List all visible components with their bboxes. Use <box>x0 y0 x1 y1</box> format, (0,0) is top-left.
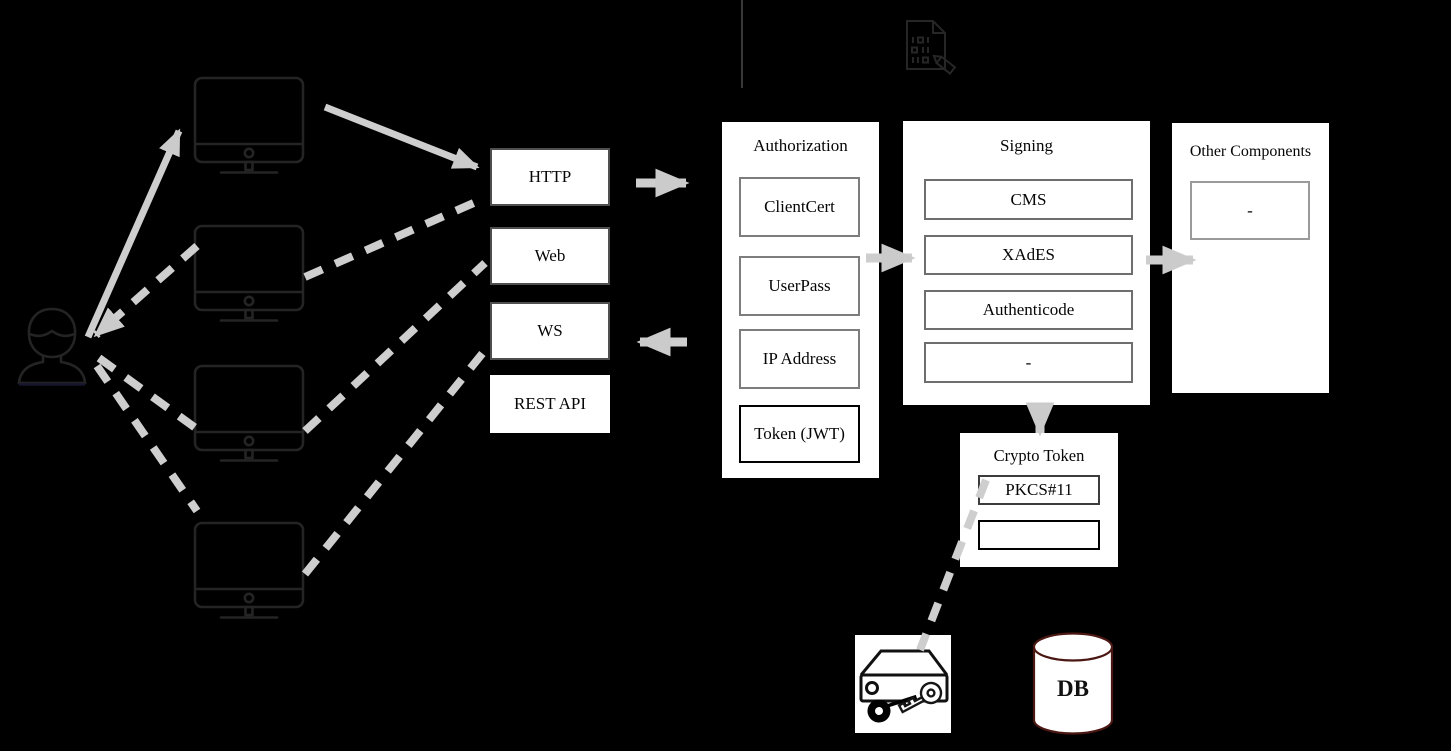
monitor-4-icon <box>193 521 305 629</box>
crypto-box-empty <box>978 520 1100 550</box>
protocol-label: Web <box>534 246 566 265</box>
signing-box-empty: - <box>924 342 1133 383</box>
protocol-box-ws: WS <box>490 302 610 360</box>
connector-monitor-4-to-ws <box>301 346 490 577</box>
authorization-panel: Authorization ClientCert UserPass IP Add… <box>722 122 879 478</box>
connector-monitor-2-to-http <box>303 194 487 281</box>
protocol-label: REST API <box>514 394 586 413</box>
user-icon <box>13 302 91 388</box>
auth-box-clientcert: ClientCert <box>739 177 860 237</box>
auth-box-token-jwt: Token (JWT) <box>739 405 860 463</box>
monitor-2-icon <box>193 224 305 332</box>
connector-monitor-1-to-http <box>323 103 480 171</box>
protocol-box-http: HTTP <box>490 148 610 206</box>
other-components-title: Other Components <box>1189 143 1312 160</box>
signing-box-xades: XAdES <box>924 235 1133 275</box>
protocol-box-rest-api: REST API <box>490 375 610 433</box>
hsm-key-icon <box>855 635 951 733</box>
crypto-token-title: Crypto Token <box>993 446 1085 465</box>
connector-user-to-monitor-3 <box>96 354 200 433</box>
connector-user-to-monitor-1 <box>84 128 183 339</box>
protocol-box-web: Web <box>490 227 610 285</box>
connector-monitor-2-to-user <box>93 242 200 339</box>
signing-panel: Signing CMS XAdES Authenticode - <box>903 121 1150 405</box>
connector-user-to-monitor-4 <box>93 363 201 514</box>
signing-title: Signing <box>1000 136 1053 155</box>
divider-line <box>741 0 743 88</box>
crypto-box-pkcs11: PKCS#11 <box>978 475 1100 505</box>
monitor-3-icon <box>193 364 305 472</box>
other-components-box-empty: - <box>1190 181 1310 240</box>
protocol-label: WS <box>537 321 563 340</box>
monitor-1-icon <box>193 76 305 184</box>
signing-box-authenticode: Authenticode <box>924 290 1133 330</box>
crypto-token-panel: Crypto Token PKCS#11 <box>960 433 1118 567</box>
authorization-title: Authorization <box>753 136 848 155</box>
auth-box-userpass: UserPass <box>739 256 860 316</box>
auth-box-ip-address: IP Address <box>739 329 860 389</box>
connector-monitor-3-to-web <box>302 260 488 434</box>
db-label: DB <box>1057 676 1089 701</box>
document-sign-icon <box>898 18 960 80</box>
protocol-label: HTTP <box>528 167 572 186</box>
signing-box-cms: CMS <box>924 179 1133 220</box>
database-icon: DB <box>1031 630 1115 738</box>
other-components-panel: Other Components - <box>1172 123 1329 393</box>
